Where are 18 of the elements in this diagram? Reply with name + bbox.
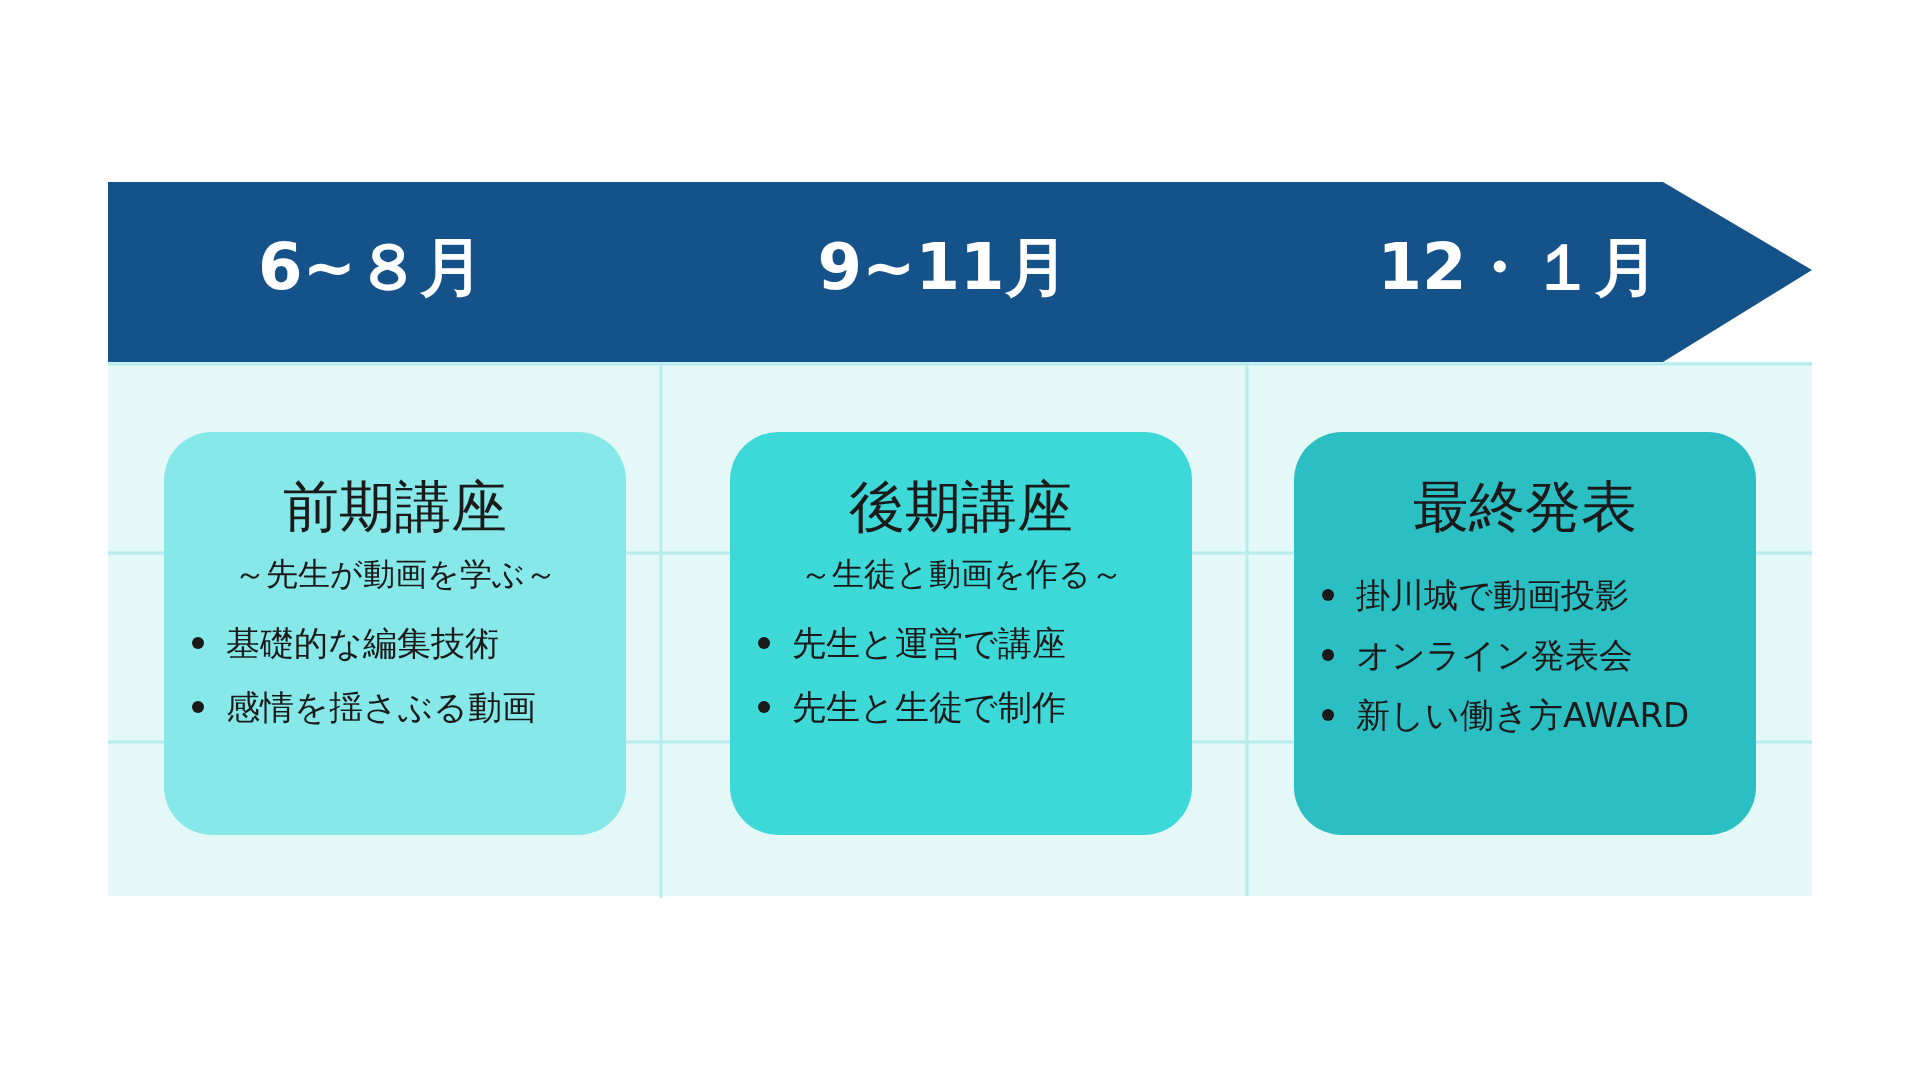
period-label: 9~11月 (817, 229, 1069, 306)
bullet-text: 基礎的な編集技術 (226, 622, 499, 664)
bullet-text: 感情を揺さぶる動画 (226, 686, 536, 728)
period-label: 6~８月 (257, 229, 485, 306)
bullet-text: 掛川城で動画投影 (1356, 574, 1629, 616)
card-title: 前期講座 (283, 473, 507, 541)
card-subtitle: ～先生が動画を学ぶ～ (233, 554, 557, 594)
bullet-text: 先生と運営で講座 (792, 622, 1066, 664)
phase-card (164, 432, 626, 835)
bullet-text: オンライン発表会 (1356, 634, 1633, 676)
phase-card (730, 432, 1192, 835)
bullet-text: 新しい働き方AWARD (1356, 694, 1690, 736)
card-title: 最終発表 (1413, 473, 1637, 541)
card-subtitle: ～生徒と動画を作る～ (799, 554, 1123, 594)
period-label: 12・１月 (1377, 229, 1659, 306)
bullet-text: 先生と生徒で制作 (792, 686, 1066, 728)
card-title: 後期講座 (849, 473, 1073, 541)
phase-card (1294, 432, 1756, 835)
